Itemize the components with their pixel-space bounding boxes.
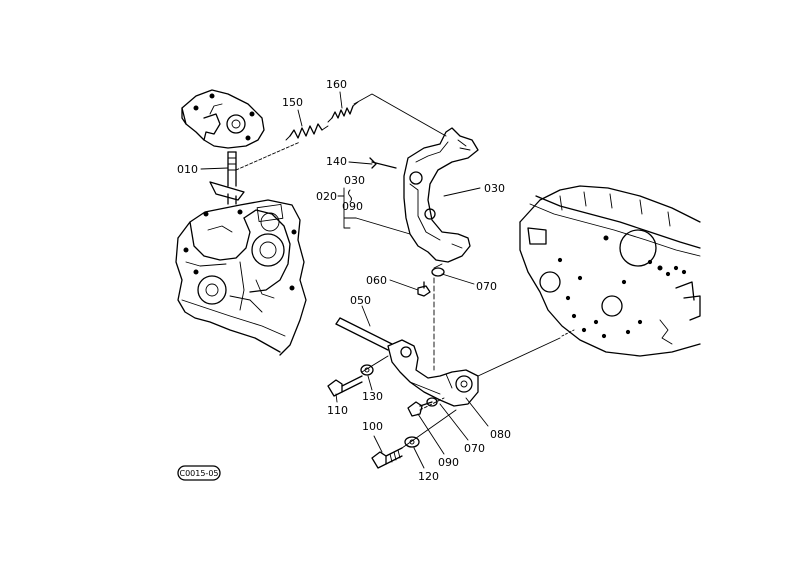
- part-120-washer: [404, 436, 420, 448]
- part-100-bolt: [371, 447, 403, 469]
- engine-block: [519, 185, 701, 357]
- part-030-governor-lever: [403, 127, 479, 263]
- diagram-code-text: C0015-05: [179, 469, 218, 478]
- label-070-lower: 070: [464, 442, 485, 455]
- label-030: 030: [484, 182, 505, 195]
- label-160: 160: [326, 78, 347, 91]
- part-labels: 010 020 030 030 050 060 070 070 080 090 …: [177, 78, 511, 483]
- part-110-bolt: [327, 375, 363, 397]
- label-150: 150: [282, 96, 303, 109]
- guide-lines: [235, 93, 575, 449]
- part-070-washer-upper: [431, 263, 445, 277]
- part-010-lever-shaft: [209, 151, 245, 205]
- part-060-bolt: [417, 281, 431, 297]
- leader-lines: [200, 91, 489, 469]
- label-110: 110: [327, 404, 348, 417]
- label-090: 090: [438, 456, 459, 469]
- label-120: 120: [418, 470, 439, 483]
- label-130: 130: [362, 390, 383, 403]
- part-150-spring: [285, 123, 329, 141]
- part-090-bolt: [407, 401, 433, 417]
- gear-case-housing: [175, 199, 307, 356]
- label-080: 080: [490, 428, 511, 441]
- label-030-sub: 030: [344, 174, 365, 187]
- governor-cover: [181, 89, 265, 149]
- label-020: 020: [316, 190, 337, 203]
- label-060: 060: [366, 274, 387, 287]
- label-010: 010: [177, 163, 198, 176]
- part-070-washer-lower: [426, 397, 438, 407]
- label-140: 140: [326, 155, 347, 168]
- part-160-spring: [327, 101, 359, 123]
- label-090-sub: 090: [342, 200, 363, 213]
- part-140-screw: [369, 157, 397, 169]
- label-070-upper: 070: [476, 280, 497, 293]
- label-100: 100: [362, 420, 383, 433]
- part-080-lever-assembly: [387, 339, 479, 407]
- diagram-code-badge: C0015-05: [177, 465, 221, 481]
- part-050-rod: [335, 317, 393, 351]
- group-connector-mark: [348, 189, 352, 203]
- label-050: 050: [350, 294, 371, 307]
